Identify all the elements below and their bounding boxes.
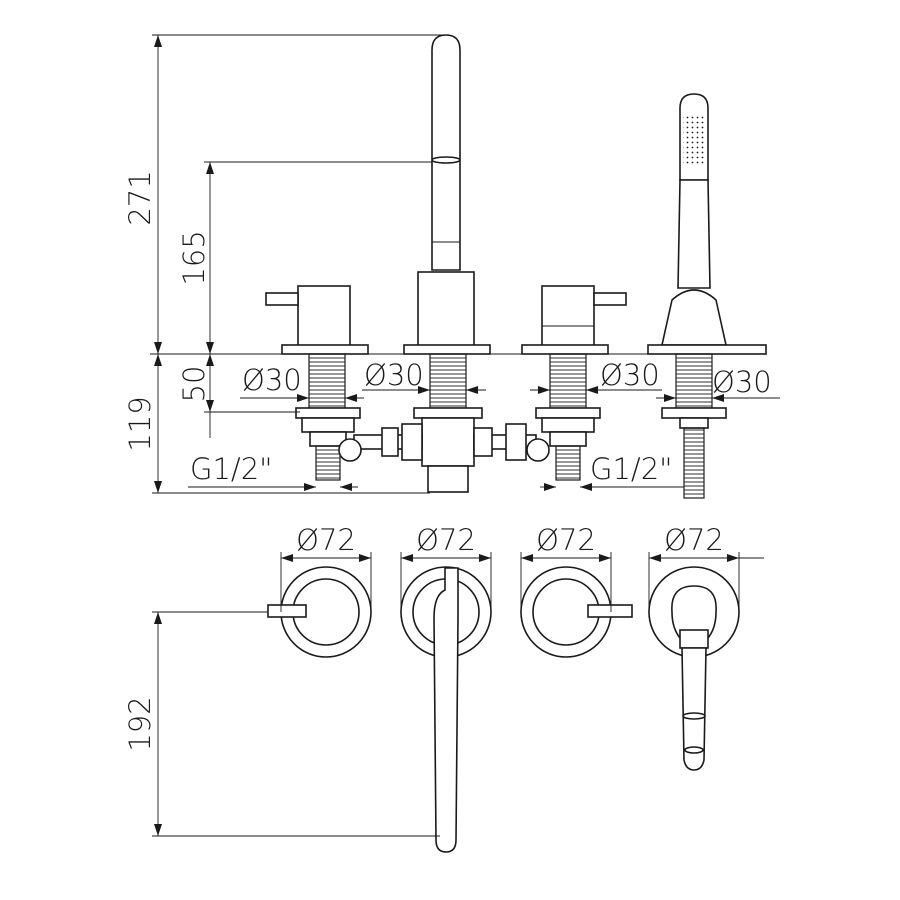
shank-diameter-label-1: Ø30 — [242, 363, 302, 397]
dimension-flange-diameter-4: Ø72 — [648, 523, 764, 612]
shank-diameter-label-2: Ø30 — [364, 358, 424, 392]
spout-projection-label: 192 — [123, 696, 157, 751]
connection-right-label: G1/2" — [590, 452, 672, 486]
dimension-shank-diameter-4: Ø30 — [656, 365, 780, 402]
flange-diameter-label-1: Ø72 — [296, 523, 356, 557]
right-valve-plan — [520, 566, 633, 658]
below-deck-label: 119 — [123, 396, 157, 451]
dimension-spout-projection: 192 — [123, 611, 440, 837]
dimension-connection-left: G1/2" — [188, 452, 358, 491]
hand-shower-side — [647, 93, 767, 499]
left-valve-plan — [267, 566, 372, 658]
flange-diameter-label-4: Ø72 — [664, 523, 724, 557]
dimension-flange-diameter-3: Ø72 — [520, 523, 612, 612]
dimension-total-height: 271 — [123, 34, 446, 354]
dimension-connection-right: G1/2" — [540, 452, 684, 491]
side-elevation-view: 271 165 119 50 — [123, 34, 780, 499]
hand-shower-plan — [648, 566, 740, 771]
flange-diameter-label-3: Ø72 — [536, 523, 596, 557]
left-valve-side — [265, 285, 369, 481]
spout-side — [403, 34, 491, 493]
spout-plan — [400, 566, 492, 853]
shank-length-label: 50 — [177, 366, 211, 403]
dimension-shank-diameter-2: Ø30 — [362, 358, 486, 394]
right-valve-side — [521, 285, 627, 481]
dimension-shank-diameter-1: Ø30 — [240, 363, 364, 402]
dimension-flange-diameter-1: Ø72 — [280, 523, 372, 612]
spout-height-label: 165 — [177, 230, 211, 285]
dimension-flange-diameter-2: Ø72 — [400, 523, 492, 612]
dimension-shank-diameter-3: Ø30 — [530, 358, 662, 394]
flange-diameter-label-2: Ø72 — [416, 523, 476, 557]
shank-diameter-label-3: Ø30 — [600, 358, 660, 392]
shank-diameter-label-4: Ø30 — [712, 365, 772, 399]
connection-pipes — [338, 423, 550, 462]
dimension-below-deck: 119 — [123, 354, 430, 494]
total-height-label: 271 — [123, 170, 157, 225]
plan-view: Ø72 Ø72 Ø72 Ø72 — [123, 523, 764, 853]
dimension-spout-height: 165 — [177, 161, 432, 354]
dimension-shank-length: 50 — [177, 354, 300, 438]
connection-left-label: G1/2" — [190, 452, 272, 486]
